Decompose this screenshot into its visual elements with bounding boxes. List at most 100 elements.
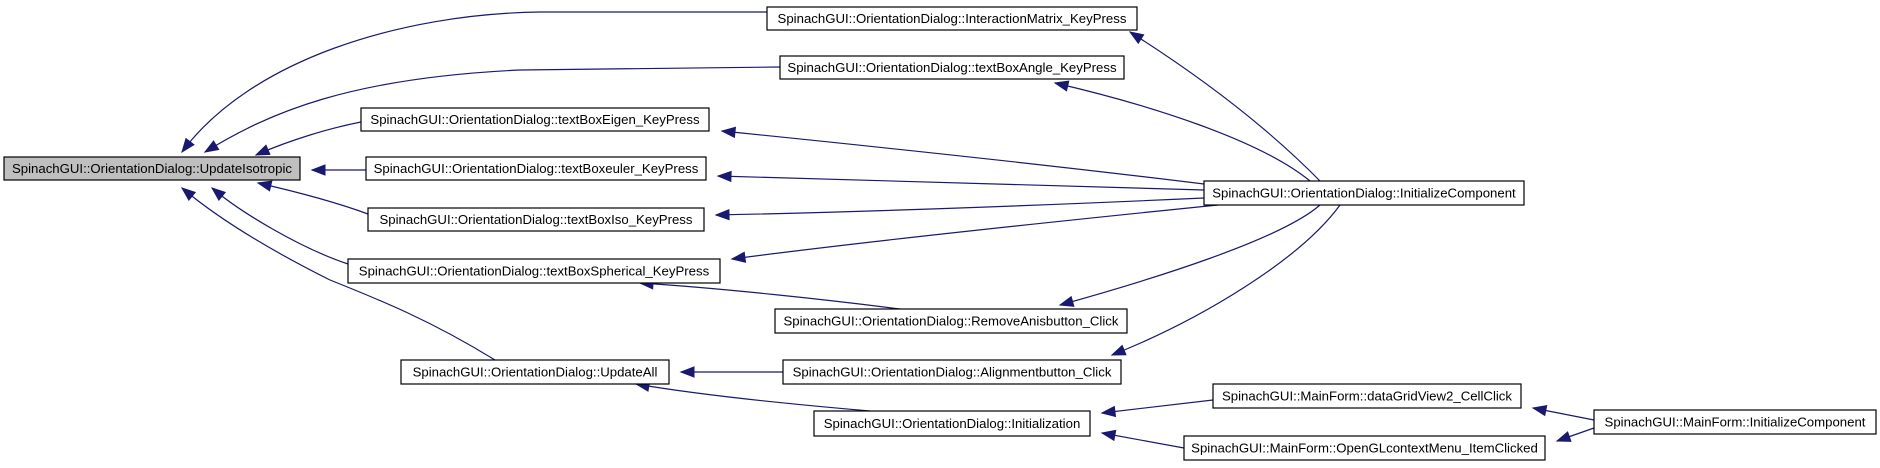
edge-line	[1129, 31, 1321, 182]
node-box[interactable]	[1183, 435, 1546, 461]
arrowhead-icon	[1053, 80, 1070, 92]
node-label: SpinachGUI::OrientationDialog::textBoxeu…	[374, 161, 699, 176]
node-box[interactable]	[360, 107, 710, 132]
edge-n3-n0	[254, 121, 362, 156]
edge-n5-n8	[1058, 204, 1321, 307]
edge-n5-n2	[1053, 80, 1311, 182]
arrowhead-icon	[1100, 405, 1117, 418]
nodes-layer: SpinachGUI::OrientationDialog::UpdateIso…	[3, 6, 1877, 461]
arrowhead-icon	[720, 126, 737, 139]
edge-n14-n12	[1100, 429, 1185, 449]
edge-line	[721, 130, 1205, 185]
edge-n5-n3	[720, 126, 1205, 185]
node-box[interactable]	[347, 258, 721, 284]
edge-n5-n6	[714, 197, 1205, 221]
node-box[interactable]	[1203, 180, 1525, 206]
graph-node[interactable]: SpinachGUI::OrientationDialog::Interacti…	[766, 6, 1138, 31]
edge-n6-n0	[256, 180, 369, 215]
arrowhead-icon	[1128, 31, 1145, 45]
node-label: SpinachGUI::OrientationDialog::UpdateAll	[413, 365, 658, 380]
edge-n13-n11	[1531, 404, 1595, 421]
edge-n5-n1	[1128, 31, 1321, 182]
edge-line	[181, 11, 767, 153]
node-label: SpinachGUI::OrientationDialog::textBoxIs…	[380, 212, 693, 227]
edge-n12-n9	[634, 380, 871, 412]
edges-layer	[180, 11, 1595, 449]
arrowhead-icon	[730, 251, 747, 263]
node-label: SpinachGUI::OrientationDialog::textBoxEi…	[370, 112, 700, 127]
edge-line	[1101, 432, 1185, 449]
edge-line	[181, 187, 496, 361]
edge-line	[211, 187, 349, 265]
node-label: SpinachGUI::OrientationDialog::RemoveAni…	[784, 314, 1119, 329]
edge-n2-n0	[203, 66, 781, 153]
node-label: SpinachGUI::MainForm::OpenGLcontextMenu_…	[1191, 441, 1538, 456]
edge-line	[204, 66, 781, 153]
arrowhead-icon	[1555, 431, 1572, 442]
edge-line	[717, 175, 1205, 191]
arrowhead-icon	[180, 187, 197, 202]
edge-line	[639, 282, 901, 310]
edge-n5-n7	[730, 204, 1219, 263]
arrowhead-icon	[679, 366, 695, 378]
edge-line	[1101, 399, 1214, 414]
edge-n5-n4	[716, 170, 1205, 191]
root-node[interactable]: SpinachGUI::OrientationDialog::UpdateIso…	[3, 156, 301, 181]
edge-line	[635, 383, 871, 412]
edge-line	[257, 182, 369, 215]
node-label: SpinachGUI::OrientationDialog::UpdateIso…	[12, 161, 292, 176]
node-box[interactable]	[365, 156, 707, 181]
edge-n10-n9	[679, 366, 783, 378]
edge-line	[255, 121, 362, 156]
graph-node[interactable]: SpinachGUI::MainForm::OpenGLcontextMenu_…	[1183, 435, 1546, 461]
arrowhead-icon	[1100, 429, 1117, 442]
graph-node[interactable]: SpinachGUI::OrientationDialog::textBoxAn…	[779, 55, 1125, 80]
edge-line	[1059, 204, 1321, 306]
node-box[interactable]	[367, 207, 705, 232]
node-label: SpinachGUI::OrientationDialog::Alignment…	[793, 365, 1112, 380]
node-box[interactable]	[766, 6, 1138, 31]
arrowhead-icon	[1058, 295, 1075, 307]
arrowhead-icon	[210, 187, 227, 201]
node-box[interactable]	[774, 308, 1128, 334]
arrowhead-icon	[254, 144, 271, 156]
node-label: SpinachGUI::MainForm::dataGridView2_Cell…	[1222, 389, 1512, 404]
graph-node[interactable]: SpinachGUI::OrientationDialog::textBoxEi…	[360, 107, 710, 132]
arrowhead-icon	[1110, 344, 1127, 356]
node-label: SpinachGUI::MainForm::InitializeComponen…	[1605, 415, 1866, 430]
edge-line	[1054, 82, 1311, 182]
graph-node[interactable]: SpinachGUI::OrientationDialog::textBoxIs…	[367, 207, 705, 232]
arrowhead-icon	[1531, 404, 1548, 417]
edge-n7-n0	[210, 187, 349, 265]
graph-node[interactable]: SpinachGUI::OrientationDialog::textBoxSp…	[347, 258, 721, 284]
node-box[interactable]	[3, 156, 301, 181]
node-box[interactable]	[813, 410, 1091, 437]
node-box[interactable]	[400, 359, 670, 385]
arrowhead-icon	[256, 180, 273, 192]
graph-node[interactable]: SpinachGUI::OrientationDialog::Initializ…	[813, 410, 1091, 437]
arrowhead-icon	[181, 137, 195, 154]
graph-node[interactable]: SpinachGUI::OrientationDialog::RemoveAni…	[774, 308, 1128, 334]
edge-n13-n14	[1555, 427, 1595, 442]
node-box[interactable]	[1212, 383, 1522, 409]
node-box[interactable]	[782, 359, 1122, 385]
edge-line	[731, 204, 1219, 260]
node-label: SpinachGUI::OrientationDialog::Initializ…	[1212, 186, 1516, 201]
graph-node[interactable]: SpinachGUI::OrientationDialog::UpdateAll	[400, 359, 670, 385]
arrowhead-icon	[716, 170, 732, 183]
graph-node[interactable]: SpinachGUI::MainForm::dataGridView2_Cell…	[1212, 383, 1522, 409]
arrowhead-icon	[714, 208, 730, 221]
graph-node[interactable]: SpinachGUI::OrientationDialog::Alignment…	[782, 359, 1122, 385]
node-label: SpinachGUI::OrientationDialog::Initializ…	[824, 416, 1081, 431]
graph-node[interactable]: SpinachGUI::MainForm::InitializeComponen…	[1593, 409, 1877, 435]
node-box[interactable]	[1593, 409, 1877, 435]
graph-node[interactable]: SpinachGUI::OrientationDialog::Initializ…	[1203, 180, 1525, 206]
edge-n1-n0	[181, 11, 767, 154]
node-label: SpinachGUI::OrientationDialog::textBoxSp…	[359, 264, 710, 279]
node-label: SpinachGUI::OrientationDialog::textBoxAn…	[787, 60, 1117, 75]
graph-node[interactable]: SpinachGUI::OrientationDialog::textBoxeu…	[365, 156, 707, 181]
edge-n5-n10	[1110, 204, 1341, 356]
node-box[interactable]	[779, 55, 1125, 80]
edge-n11-n12	[1100, 399, 1214, 418]
